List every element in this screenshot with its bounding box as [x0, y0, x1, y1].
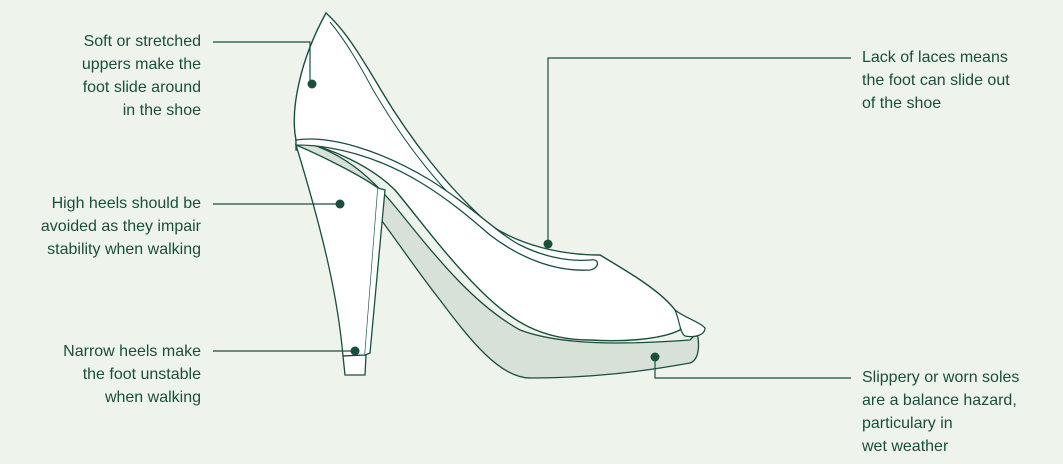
uppers-callout-line: [213, 42, 310, 84]
high-heels-dot: [336, 200, 345, 209]
narrow-heels-annotation: Narrow heels make the foot unstable when…: [63, 340, 201, 409]
laces-callout-line: [548, 58, 851, 244]
heel-tip: [343, 355, 366, 375]
soles-dot: [651, 353, 660, 362]
soles-annotation: Slippery or worn soles are a balance haz…: [862, 366, 1019, 458]
laces-annotation: Lack of laces means the foot can slide o…: [862, 46, 1010, 115]
narrow-heels-dot: [351, 347, 360, 356]
uppers-annotation: Soft or stretched uppers make the foot s…: [82, 30, 201, 122]
uppers-dot: [308, 80, 317, 89]
laces-dot: [544, 240, 553, 249]
toe-opening: [675, 310, 705, 337]
high-heels-annotation: High heels should be avoided as they imp…: [41, 192, 201, 261]
